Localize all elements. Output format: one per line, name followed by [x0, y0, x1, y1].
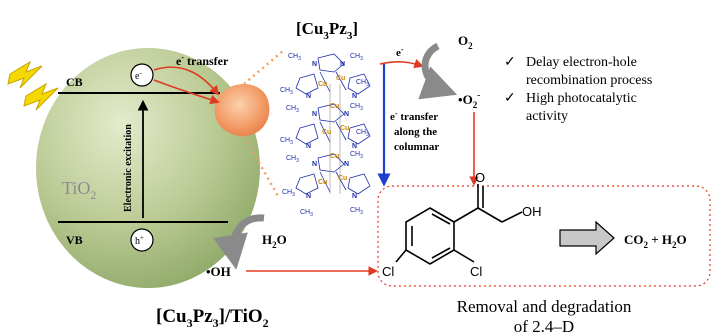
svg-text:N: N	[340, 61, 345, 68]
benefit-check-1: ✓	[504, 55, 516, 70]
svg-text:Cu: Cu	[330, 153, 339, 160]
electron-label: e-	[135, 69, 142, 82]
benefit-2-line2: activity	[526, 109, 568, 124]
molecule-cl-left: Cl	[382, 264, 394, 279]
benefits-list: ✓ Delay electron-hole recombination proc…	[504, 55, 652, 124]
benefit-check-2: ✓	[504, 91, 516, 106]
svg-text:N: N	[306, 143, 311, 150]
svg-text:CH3: CH3	[356, 129, 369, 138]
svg-text:Cu: Cu	[322, 129, 331, 136]
column-transfer-line2: along the	[394, 126, 437, 138]
svg-text:Cu: Cu	[318, 179, 327, 186]
svg-text:N: N	[306, 193, 311, 200]
composite-label: [Cu3Pz3]/TiO2	[156, 306, 269, 330]
degradation-arrow	[559, 220, 615, 256]
column-transfer-line3: columnar	[394, 141, 439, 153]
svg-text:Cu: Cu	[336, 75, 345, 82]
2-4-d-molecule	[395, 184, 523, 265]
cb-label: CB	[66, 75, 83, 89]
h2o-label: H2O	[262, 232, 287, 250]
superoxide-label: •O2-	[458, 90, 480, 110]
tio2-sphere	[36, 48, 260, 288]
svg-text:N: N	[312, 111, 317, 118]
o2-reduction-arrow	[418, 42, 458, 100]
svg-text:N: N	[352, 143, 357, 150]
tio2-label: TiO2	[62, 178, 96, 202]
svg-text:N: N	[312, 61, 317, 68]
svg-text:N: N	[352, 93, 357, 100]
svg-text:N: N	[352, 193, 357, 200]
e-transfer-arrow-2	[153, 79, 220, 105]
benefit-1-line2: recombination process	[526, 73, 652, 88]
vb-label: VB	[66, 233, 83, 247]
degradation-box	[377, 185, 711, 287]
svg-text:N: N	[344, 111, 349, 118]
svg-text:CH3: CH3	[356, 79, 369, 88]
e-transfer-label: e- transfer	[176, 53, 229, 68]
molecule-cl-right: Cl	[470, 264, 482, 279]
svg-text:CH3: CH3	[350, 151, 363, 160]
svg-text:CH3: CH3	[288, 53, 301, 62]
hole-circle	[130, 228, 154, 252]
cu3pz3-column-structure	[295, 53, 371, 195]
water-oxidation-arrow	[213, 214, 265, 270]
svg-text:CH3: CH3	[282, 189, 295, 198]
svg-text:N: N	[312, 161, 317, 168]
svg-text:Cu: Cu	[338, 175, 347, 182]
svg-text:CH3: CH3	[350, 53, 363, 62]
molecule-oh: OH	[522, 204, 542, 219]
cu3pz3-particle	[214, 83, 270, 137]
products-label: CO2 + H2O	[624, 232, 687, 250]
benefit-2-line1: High photocatalytic	[526, 91, 637, 106]
cu-atom-labels: Cu Cu Cu Cu Cu Cu Cu Cu	[318, 75, 349, 186]
svg-text:CH3: CH3	[286, 155, 299, 164]
o2-label: O2	[458, 33, 473, 51]
svg-text:CH3: CH3	[350, 207, 363, 216]
svg-text:CH3: CH3	[280, 137, 293, 146]
n-atom-labels: N N N N N N N N N N N N	[306, 61, 357, 200]
svg-text:CH3: CH3	[280, 87, 293, 96]
svg-text:CH3: CH3	[286, 105, 299, 114]
ch3-group-labels: CH3 CH3 CH3 CH3 CH3 CH3 CH3 CH3 CH3 CH3 …	[280, 53, 369, 218]
svg-text:Cu: Cu	[340, 125, 349, 132]
e-transfer-arrow-1	[153, 66, 220, 96]
svg-text:N: N	[306, 93, 311, 100]
svg-text:Cu: Cu	[318, 81, 327, 88]
e-to-o2-label: e-	[396, 45, 404, 59]
complex-title: [Cu3Pz3]	[296, 19, 358, 42]
svg-text:CH3: CH3	[350, 103, 363, 112]
degradation-caption-line1: Removal and degradation	[457, 297, 632, 316]
svg-text:CH3: CH3	[300, 209, 313, 218]
column-transfer-line1: e- transfer	[390, 109, 438, 123]
degradation-caption-line2: of 2.4–D	[514, 317, 574, 336]
benefit-1-line1: Delay electron-hole	[526, 55, 637, 70]
electron-circle	[130, 63, 154, 87]
hole-label: h+	[135, 234, 144, 247]
svg-text:N: N	[344, 161, 349, 168]
excitation-label: Electronic excitation	[123, 124, 134, 212]
zoom-line-top	[243, 49, 285, 85]
e-to-o2-arrow	[379, 59, 424, 69]
molecule-carbonyl-o: O	[475, 170, 485, 185]
svg-text:Cu: Cu	[330, 103, 339, 110]
light-bolt-icon	[7, 60, 59, 111]
hydroxyl-label: •OH	[206, 264, 231, 279]
